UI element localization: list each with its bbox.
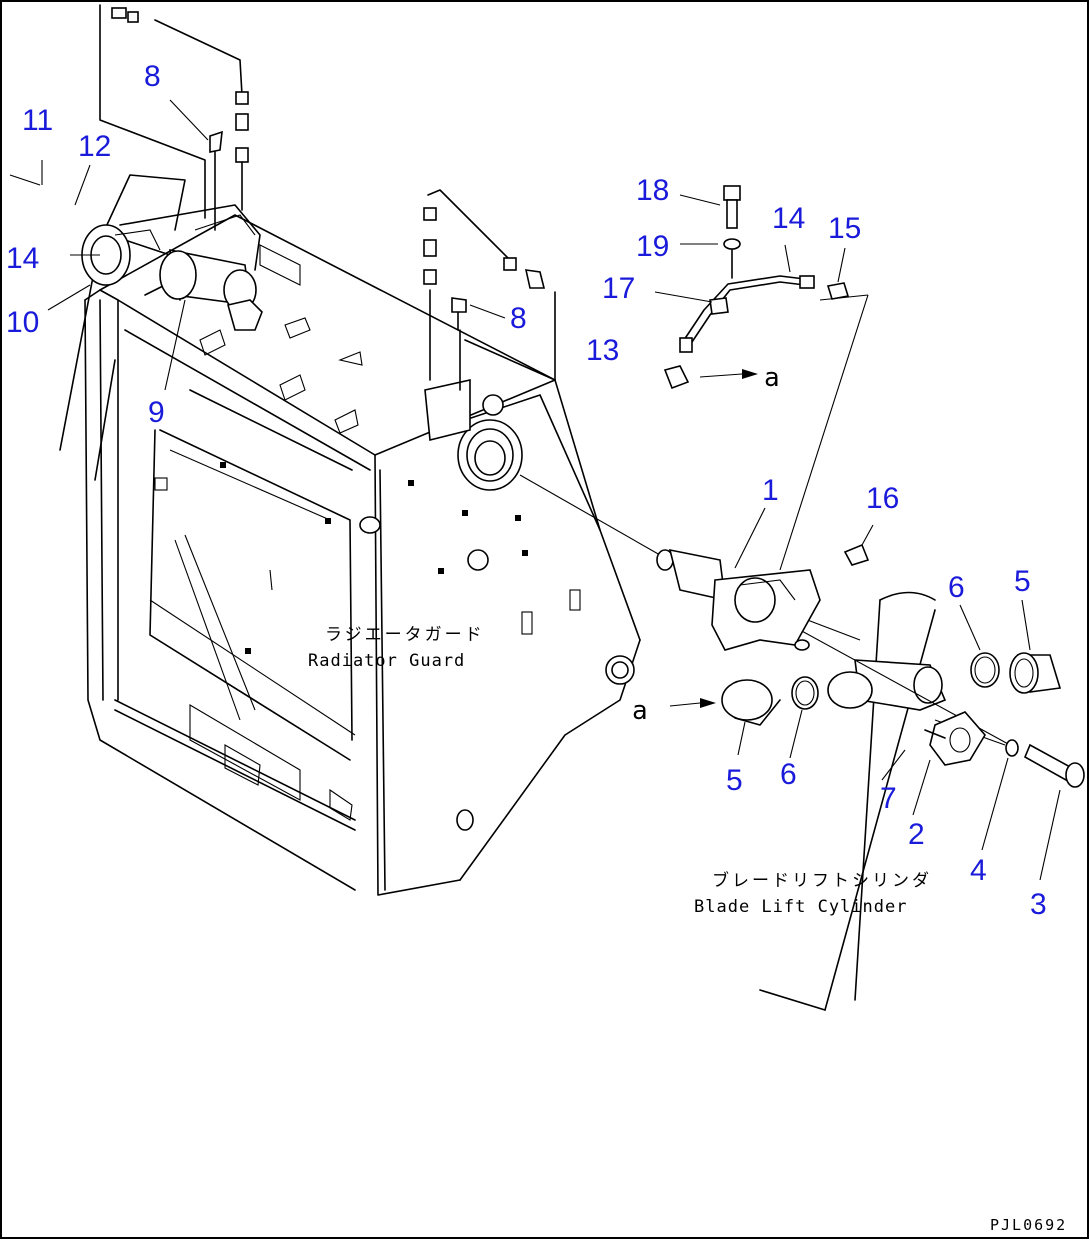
callout-5-right: 5 (1014, 565, 1031, 598)
part-3-bolt (1023, 743, 1085, 788)
callout-18: 18 (636, 174, 669, 207)
callout-7: 7 (880, 782, 897, 815)
callout-1: 1 (762, 474, 779, 507)
part-5-bushing-left (721, 679, 781, 726)
part-13-elbow (663, 365, 690, 390)
drawing-code: PJL0692 (990, 1216, 1067, 1234)
callout-9: 9 (148, 396, 165, 429)
callout-10: 10 (6, 306, 39, 339)
callout-13: 13 (586, 334, 619, 367)
callout-11: 11 (22, 104, 53, 137)
grease-line-middle (423, 189, 546, 331)
grease-line-left (99, 4, 249, 231)
part-14-hose (679, 275, 815, 353)
blade-cylinder-label-en: Blade Lift Cylinder (694, 897, 907, 917)
callout-14-left: 14 (6, 242, 39, 275)
part-4-washer (1005, 739, 1019, 757)
callout-8-middle: 8 (510, 302, 527, 335)
arrow-a-bottom-label: a (632, 696, 648, 726)
callout-4: 4 (970, 854, 987, 887)
callout-6-left: 6 (780, 758, 797, 791)
part-1-pin-cap (656, 548, 821, 651)
callout-3: 3 (1030, 888, 1047, 921)
upper-bracket-assembly (59, 174, 556, 481)
callout-15: 15 (828, 212, 861, 245)
radiator-guard-label-jp: ラジエータガード (325, 625, 485, 645)
part-17-clip (709, 249, 733, 315)
part-16-grease-fitting (843, 543, 870, 566)
part-15-fitting (826, 282, 850, 300)
callout-6-right: 6 (948, 571, 965, 604)
part-7-shim (924, 729, 946, 739)
arrow-a-top (699, 369, 758, 379)
leader-lines (9, 99, 1061, 881)
callout-8-top: 8 (144, 60, 161, 93)
callout-5-left: 5 (726, 764, 743, 797)
arrow-a-bottom (669, 698, 716, 708)
part-6-seal-left (791, 676, 819, 710)
part-2-cap (929, 711, 986, 766)
callout-12: 12 (78, 130, 111, 163)
callout-14-right: 14 (772, 202, 805, 235)
callout-2: 2 (908, 818, 925, 851)
callout-17: 17 (602, 272, 635, 305)
part-18-bolt (723, 185, 741, 229)
blade-cylinder-label-jp: ブレードリフトシリンダ (712, 870, 932, 891)
part-5-bushing-right (1009, 652, 1062, 694)
radiator-guard (84, 214, 641, 896)
callout-19: 19 (636, 230, 669, 263)
arrow-a-top-label: a (764, 363, 780, 393)
part-6-seal-right (970, 652, 1000, 688)
radiator-guard-label-en: Radiator Guard (308, 651, 465, 671)
callout-16: 16 (866, 482, 899, 515)
part-19-washer (723, 238, 741, 250)
